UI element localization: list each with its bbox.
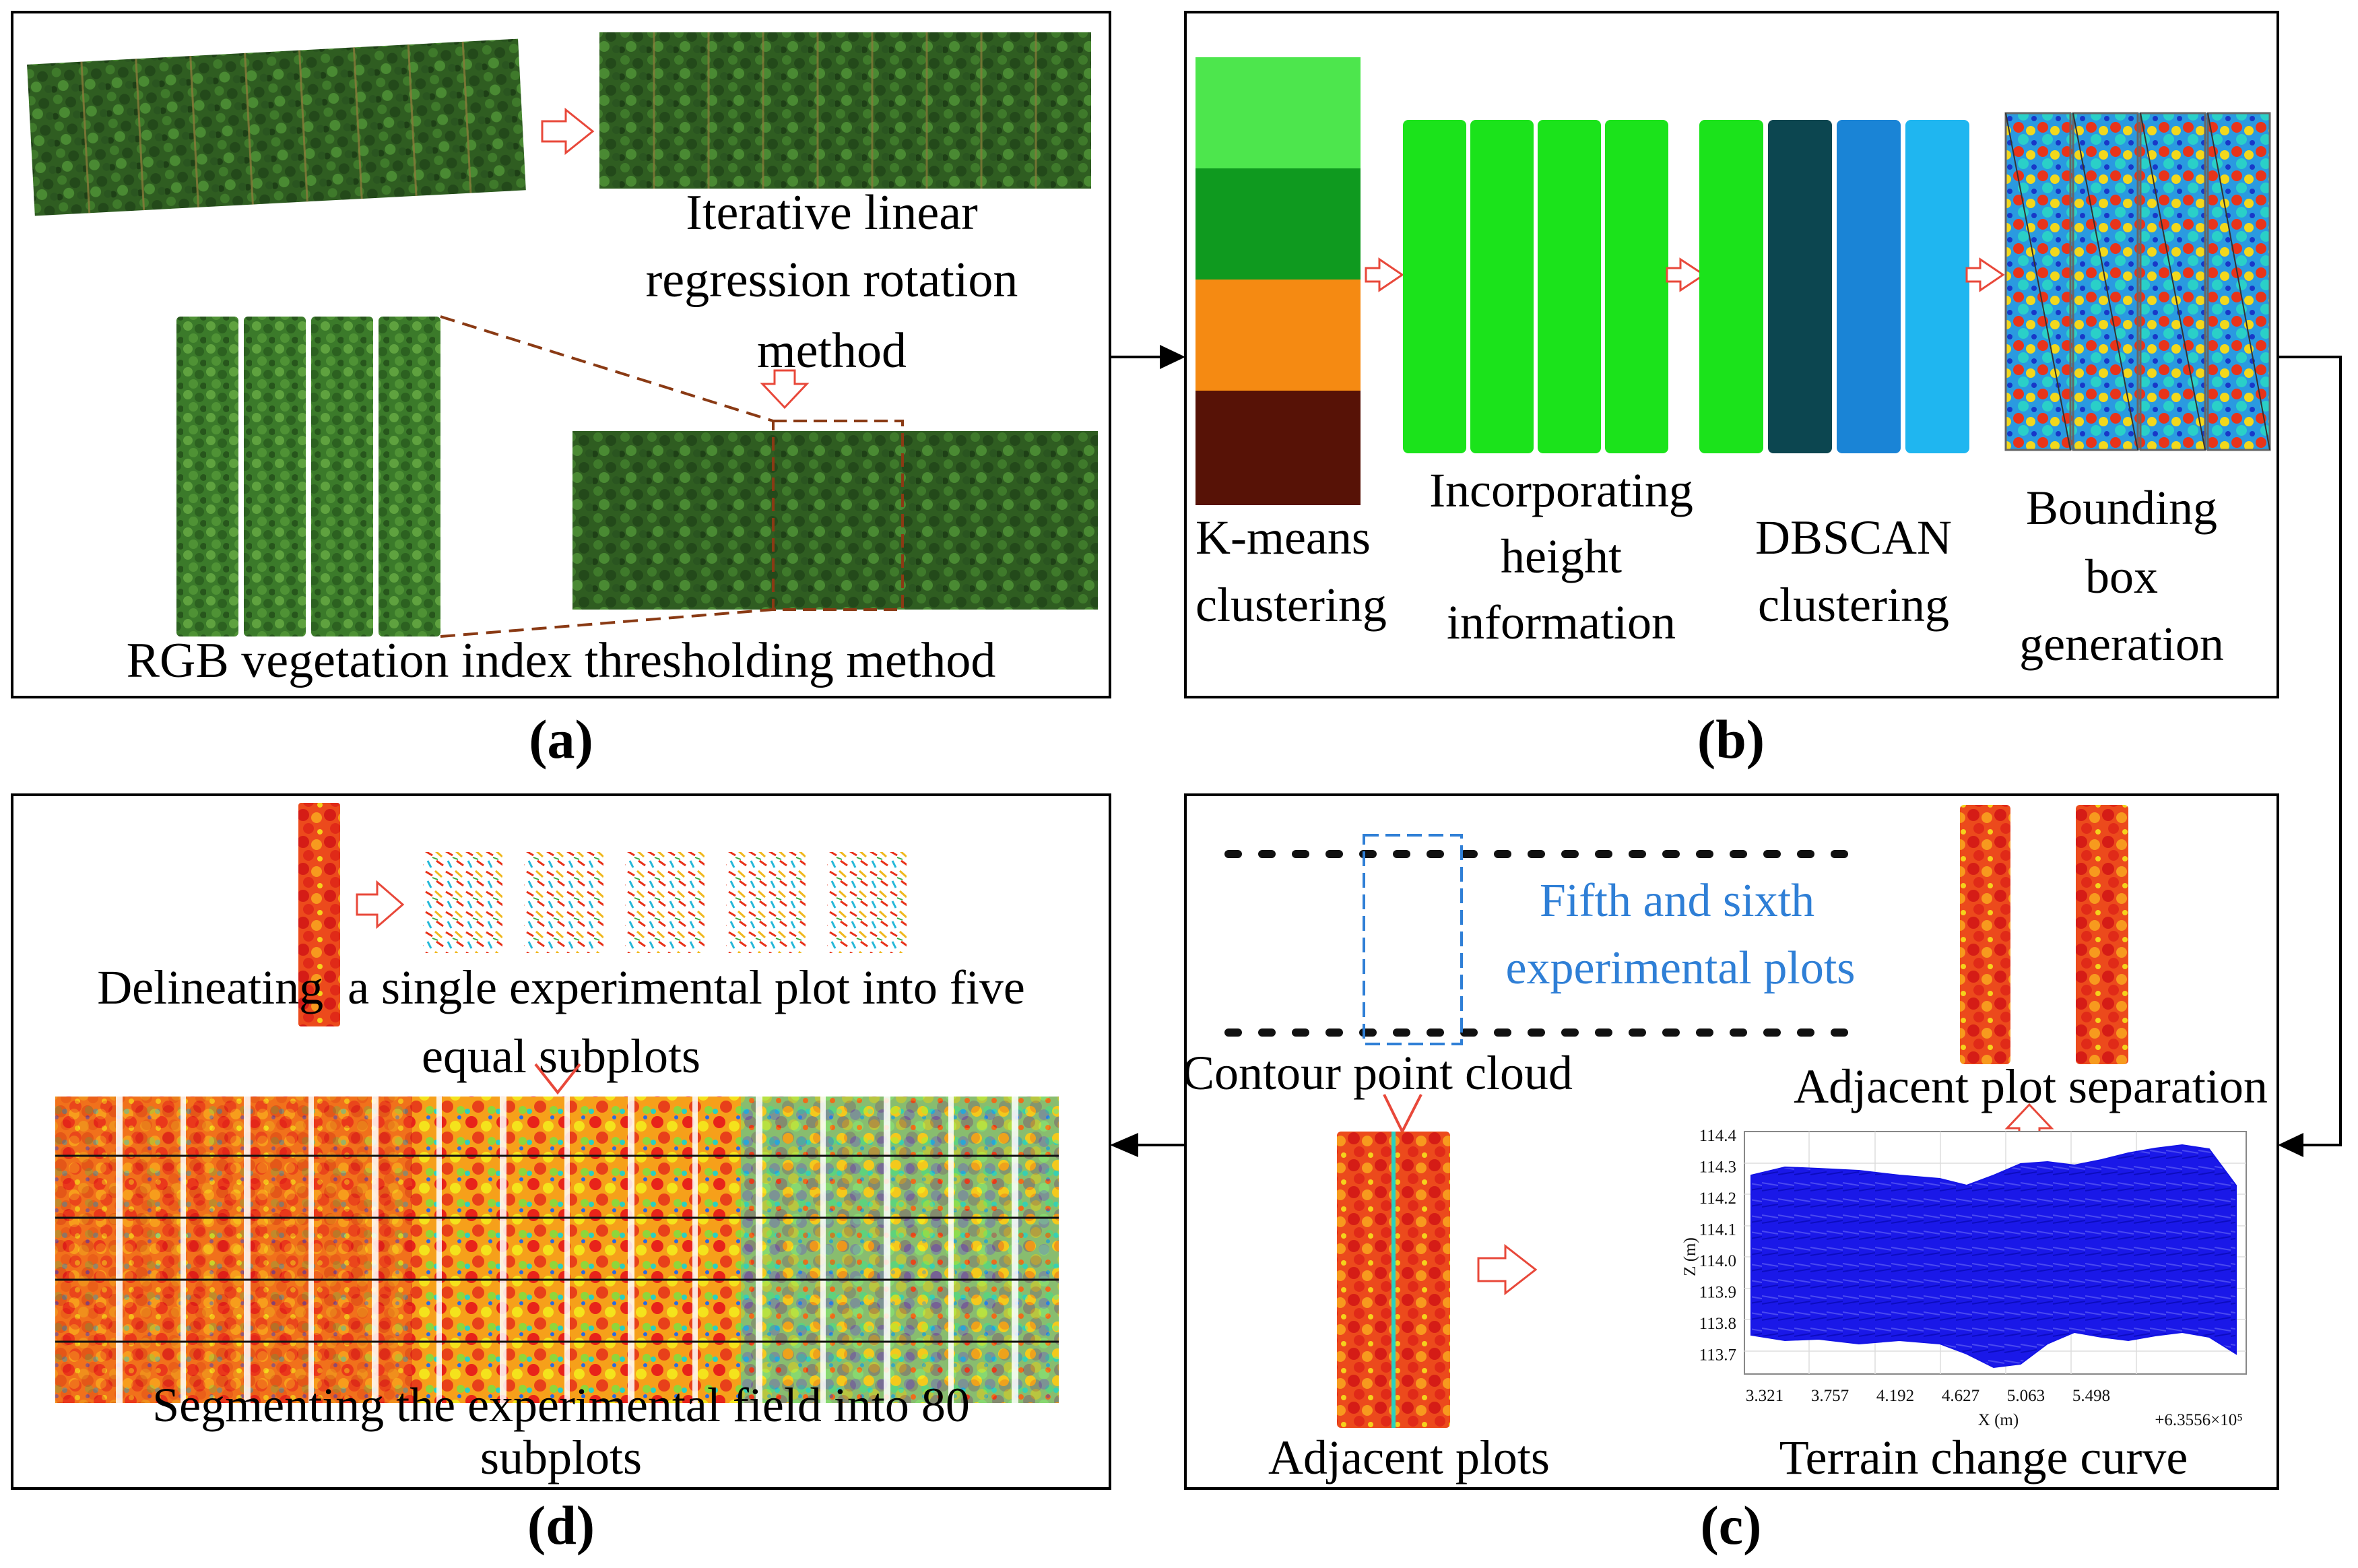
kmeans-bars [1196,57,1361,505]
dbscan-strips [1699,120,1969,453]
rotation-label-3: method [757,323,907,379]
x-tick-label: 5.063 [2007,1387,2045,1405]
plots-label-2: experimental plots [1505,942,1855,994]
dbscan-cluster [1768,120,1832,453]
zoom-line-top [440,315,774,422]
chart-x-label: X (m) [1978,1411,2019,1429]
y-tick-label: 113.7 [1699,1346,1736,1365]
panel-b-frame [1184,11,2279,698]
arrow-icon [356,880,405,929]
x-tick-label: 4.192 [1876,1387,1914,1405]
arrow-icon [541,107,595,156]
panel-d-frame [11,793,1111,1490]
bounding-box-image [2004,112,2271,451]
rotated-field-image [599,32,1091,189]
x-tick-label: 4.627 [1942,1387,1979,1405]
separated-plots-image [1960,805,2128,1064]
terrain-label: Terrain change curve [1779,1431,2188,1484]
separation-label: Adjacent plot separation [1794,1059,2268,1113]
y-tick-label: 114.2 [1699,1189,1736,1208]
bbox-label-2: box [2085,550,2158,603]
panel-a-caption: (a) [529,709,593,770]
arrow-down-icon [534,1063,581,1095]
delineating-label-2: equal subplots [422,1029,700,1083]
bbox-label-1: Bounding [2026,481,2217,535]
segmenting-label-1: Segmenting the experimental field into 8… [152,1378,970,1432]
cluster-bar [1196,280,1361,391]
delineating-label-1: Delineating a single experimental plot i… [97,960,1025,1014]
dbscan-cluster [1837,120,1901,453]
terrain-curve-band [1750,1144,2237,1369]
chart-x-ticks: 3.321 3.757 4.192 4.627 5.063 5.498 [1746,1387,2110,1405]
height-strips [1403,120,1668,453]
panel-c-frame [1184,793,2279,1490]
y-tick-label: 113.8 [1699,1315,1736,1333]
y-tick-label: 114.0 [1699,1252,1736,1270]
chart-y-ticks: 114.4 114.3 114.2 114.1 114.0 113.9 113.8 113.7 [1699,1127,1737,1365]
contour-point-cloud [1224,850,1848,1037]
arrow-down-icon [1383,1094,1422,1135]
rotation-label-2: regression rotation [646,253,1018,308]
cluster-bar [1196,391,1361,505]
zoom-line-bottom [440,608,774,638]
terrain-chart: 114.4 114.3 114.2 114.1 114.0 113.9 113.8 113.7… [1681,1127,2247,1429]
dbscan-label-1: DBSCAN [1755,511,1952,564]
dbscan-cluster [1699,120,1763,453]
y-tick-label: 114.3 [1699,1158,1736,1177]
segmenting-label-2: subplots [480,1431,642,1484]
y-tick-label: 114.1 [1699,1221,1736,1239]
chart-offset-label: +6.3556×10⁵ [2155,1411,2243,1429]
x-tick-label: 3.321 [1746,1387,1783,1405]
height-label-2: height [1501,529,1622,583]
height-label-3: information [1447,595,1676,649]
segmented-field-image [572,431,1098,610]
zoom-box [772,420,904,611]
y-tick-label: 114.4 [1699,1127,1737,1145]
plots-label-1: Fifth and sixth [1540,875,1814,927]
cluster-bar [1196,57,1361,168]
chart-y-label: Z (m) [1681,1237,1699,1276]
rotation-label-1: Iterative linear [686,185,977,240]
cluster-bar [1196,168,1361,280]
panel-b-caption: (b) [1697,709,1765,770]
connector-b-c [2278,356,2342,1146]
arrow-icon [1666,257,1706,292]
arrow-down-icon [760,369,810,410]
extracted-plots-image [176,317,440,636]
arrowhead-icon [1110,1133,1138,1157]
five-subplots-image [423,852,907,953]
bbox-label-3: generation [2019,617,2224,671]
y-tick-label: 113.9 [1699,1284,1736,1302]
single-plot-image [298,803,340,1026]
kmeans-label-1: K-means [1196,511,1371,564]
adjacent-plots-image [1337,1132,1450,1428]
height-label-1: Incorporating [1429,463,1693,517]
kmeans-label-2: clustering [1196,578,1387,632]
arrow-icon [1965,257,2005,292]
panel-c-caption: (c) [1700,1495,1761,1556]
contour-label: Contour point cloud [1182,1046,1573,1100]
adjacent-label: Adjacent plots [1268,1431,1550,1484]
arrow-icon [1365,257,1404,292]
panel-d-caption: (d) [527,1495,595,1556]
threshold-label: RGB vegetation index thresholding method [127,633,996,688]
highlight-box [1363,834,1463,1045]
arrowhead-icon [2278,1133,2303,1157]
arrowhead-icon [1160,345,1185,369]
dbscan-label-2: clustering [1758,578,1949,632]
x-tick-label: 3.757 [1811,1387,1849,1405]
arrow-icon [1477,1243,1538,1296]
panel-a-frame [11,11,1111,698]
segmented-heatmap-image [55,1097,1059,1403]
dbscan-cluster [1905,120,1969,453]
x-tick-label: 5.498 [2072,1387,2110,1405]
tilted-field-image [27,38,526,216]
